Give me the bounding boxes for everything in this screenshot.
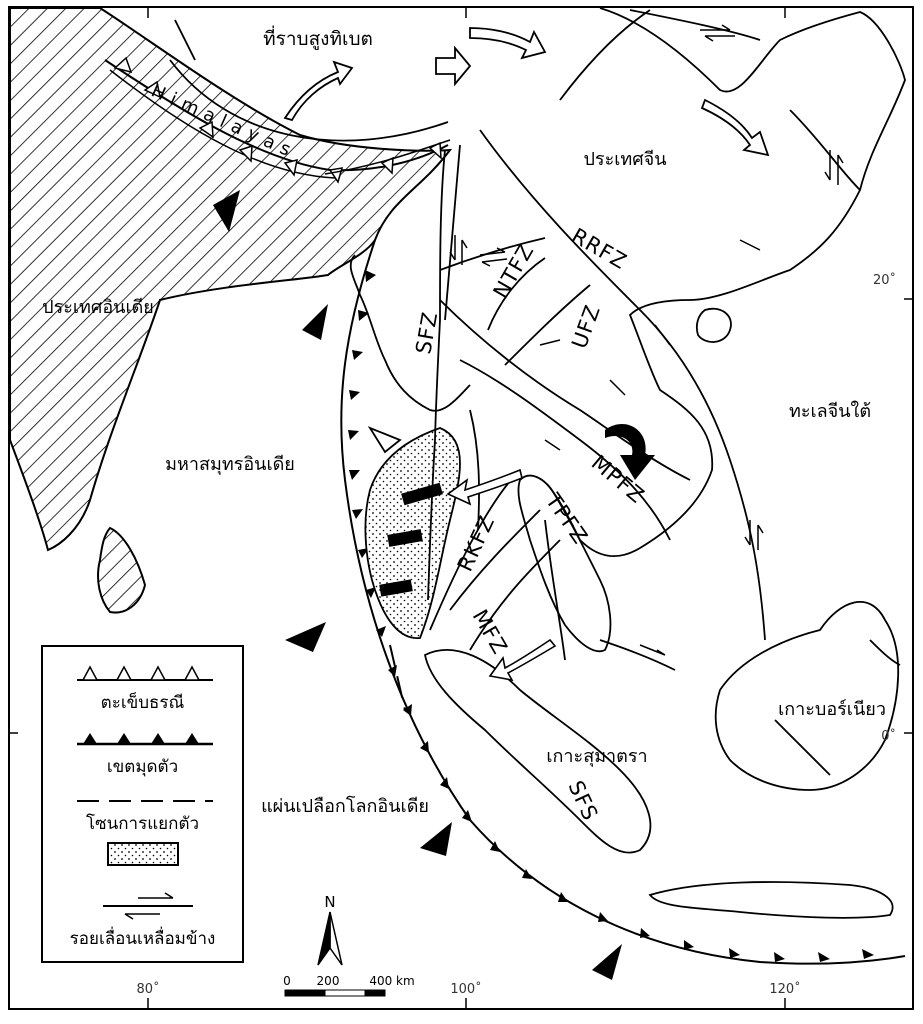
himalaya-thrust-outer [104, 59, 449, 172]
label-mfz: MFZ [468, 606, 513, 659]
java [648, 881, 894, 919]
rift-dashed-line [389, 644, 406, 711]
plate-motion-arrows [213, 190, 622, 980]
borneo [714, 601, 900, 791]
burma-coast [349, 254, 471, 412]
label-borneo: เกาะบอร์เนียว [778, 699, 886, 720]
legend-rift-label: โซนการแยกตัว [85, 814, 200, 834]
label-sfs: SFS [563, 777, 602, 825]
coordinate-ticks [8, 8, 914, 1008]
himalaya-thrust-inner [109, 69, 336, 179]
label-south-china-sea: ทะเลจีนใต้ [789, 400, 871, 422]
hainan [695, 307, 732, 343]
subduction-teeth [348, 270, 874, 962]
strike-slip-arrows [449, 24, 844, 656]
tibet-arc [169, 59, 449, 142]
label-rkfz: RKFZ [453, 512, 500, 575]
scale-tick-400: 400 km [369, 974, 414, 988]
legend: ตะเข็บธรณี เขตมุดตัว โซนการแยกตัว รอยเลื… [41, 645, 244, 963]
label-sumatra: เกาะสุมาตรา [546, 746, 647, 767]
legend-strike-slip-label: รอยเลื่อนเหลื่อมข้าง [69, 929, 216, 949]
label-tibet-plateau: ที่ราบสูงทิเบต [263, 25, 373, 50]
label-rrfz: RRFZ [568, 224, 632, 275]
himalaya-teeth [113, 56, 442, 184]
legend-symbols [77, 665, 213, 920]
label-lat-20: 20˚ [873, 272, 896, 288]
label-ntfz: NTFZ [489, 239, 539, 302]
flow-arrows [283, 27, 770, 454]
label-lon-120: 120˚ [769, 981, 800, 997]
label-china: ประเทศจีน [583, 149, 666, 170]
legend-subduction-label: เขตมุดตัว [106, 757, 179, 777]
scale-tick-0: 0 [283, 974, 291, 988]
sumatra [423, 649, 652, 854]
label-indian-ocean: มหาสมุทรอินเดีย [165, 454, 295, 475]
legend-thrust-label: ตะเข็บธรณี [100, 693, 185, 713]
rotation-arrow [605, 424, 655, 480]
andaman-flow-arrows [446, 468, 557, 682]
india-landmass [9, 7, 453, 552]
north-arrow [317, 911, 343, 966]
label-lat-0: 0˚ [881, 728, 896, 744]
scale-bar [284, 989, 386, 997]
label-lon-80: 80˚ [136, 981, 159, 997]
malay-peninsula [517, 474, 612, 653]
label-lon-100: 100˚ [450, 981, 481, 997]
sunda-trench [340, 239, 906, 965]
label-ufz: UFZ [567, 301, 605, 351]
label-indian-plate: แผ่นเปลือกโลกอินเดีย [261, 795, 429, 817]
label-india: ประเทศอินเดีย [42, 297, 154, 318]
north-label: N [324, 893, 335, 911]
scale-tick-200: 200 [317, 974, 340, 988]
sri-lanka [97, 526, 147, 614]
china-coast [547, 7, 906, 558]
